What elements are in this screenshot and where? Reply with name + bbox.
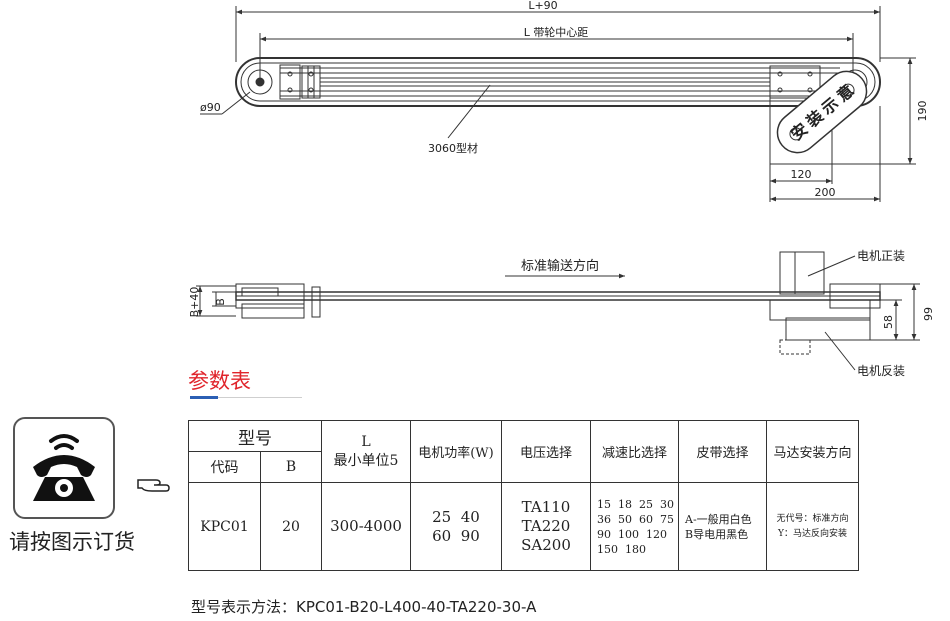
b-label: B	[214, 298, 227, 306]
direction-label: 标准输送方向	[521, 258, 599, 274]
total-length-label: L+90	[528, 0, 557, 12]
side-view	[196, 251, 920, 371]
voltage-line: TA220	[521, 517, 571, 535]
power-values: 25 40 60 90	[410, 482, 502, 571]
voltage-line: TA110	[521, 498, 571, 516]
motor-dir-line: Y：马达反向安装	[778, 528, 847, 539]
motor-dir-line: 无代号：标准方向	[776, 513, 849, 524]
center-distance-label: L 带轮中心距	[524, 25, 589, 39]
b-value: 20	[260, 482, 322, 571]
title-underline-accent	[190, 396, 218, 399]
model-example: 型号表示方法：KPC01-B20-L400-40-TA220-30-A	[191, 598, 537, 616]
l-header: L 最小单位5	[321, 420, 411, 483]
belt-line: A-一般用白色	[685, 512, 752, 526]
motor-normal-label: 电机正装	[857, 249, 905, 263]
voltage-line: SA200	[521, 536, 571, 554]
power-line: 60 90	[432, 526, 480, 545]
order-icon-box	[13, 417, 115, 519]
ratio-header: 减速比选择	[590, 420, 679, 483]
params-title: 参数表	[188, 369, 251, 393]
motor-dir-header: 马达安装方向	[766, 420, 859, 483]
ratio-line: 150 180	[597, 542, 646, 556]
title-underline	[218, 397, 302, 398]
width-120-label: 120	[791, 168, 812, 181]
top-view	[200, 6, 916, 202]
voltage-values: TA110 TA220 SA200	[501, 482, 591, 571]
telephone-icon	[33, 434, 95, 501]
l-header-line1: L	[361, 433, 371, 450]
dim-99-label: 99	[922, 307, 935, 321]
belt-header: 皮带选择	[678, 420, 767, 483]
motor-dir-values: 无代号：标准方向 Y：马达反向安装	[766, 482, 859, 571]
width-200-label: 200	[815, 186, 836, 199]
power-header: 电机功率(W)	[410, 420, 502, 483]
ratio-line: 36 50 60 75	[597, 512, 674, 526]
code-value: KPC01	[188, 482, 261, 571]
power-line: 25 40	[432, 507, 480, 526]
parameter-table: 型号 L 最小单位5 电机功率(W) 电压选择 减速比选择 皮带选择 马达安装方…	[188, 420, 859, 571]
conveyor-technical-drawing: L+90 L 带轮中心距 ø90 3060型材 190 120 200 安 装 …	[188, 0, 935, 378]
pulley-diameter-label: ø90	[200, 101, 221, 114]
pointing-hand-icon	[137, 479, 170, 492]
height-190-label: 190	[916, 101, 929, 122]
ratio-line: 15 18 25 30	[597, 497, 674, 511]
ratio-line: 90 100 120	[597, 527, 667, 541]
voltage-header: 电压选择	[501, 420, 591, 483]
profile-label: 3060型材	[428, 141, 478, 155]
belt-values: A-一般用白色 B导电用黑色	[678, 482, 767, 571]
motor-reverse-label: 电机反装	[857, 364, 905, 378]
l-value: 300-4000	[321, 482, 411, 571]
code-header: 代码	[188, 451, 261, 483]
l-header-line2: 最小单位5	[333, 452, 399, 469]
b40-label: B+40	[188, 287, 201, 318]
belt-line: B导电用黑色	[685, 527, 749, 541]
model-header: 型号	[188, 420, 322, 452]
dim-58-label: 58	[882, 315, 895, 329]
b-header: B	[260, 451, 322, 483]
order-label: 请按图示订货	[9, 530, 135, 554]
ratio-values: 15 18 25 30 36 50 60 75 90 100 120 150 1…	[590, 482, 679, 571]
